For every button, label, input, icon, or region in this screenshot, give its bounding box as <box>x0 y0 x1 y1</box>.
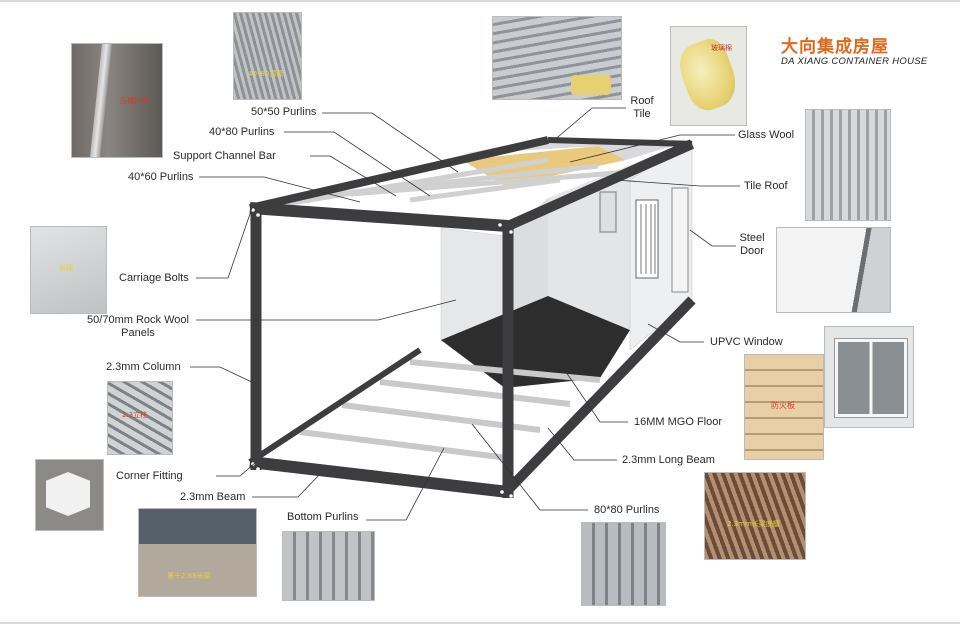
photo-purlin-stack: 40*80顶檩 <box>233 12 302 100</box>
photo-tag-channel: 压槽料槽 <box>120 97 148 105</box>
label-long-beam: 2.3mm Long Beam <box>622 454 715 466</box>
steel-door-shape <box>671 187 689 293</box>
label-steel-door-line1: Steel <box>739 232 765 244</box>
label-corner-fitting: Corner Fitting <box>116 470 183 482</box>
photo-steel-door <box>776 227 891 313</box>
label-steel-door-line2: Door <box>740 245 764 257</box>
brand-name-cn: 大向集成房屋 <box>781 37 889 57</box>
label-support-channel-bar: Support Channel Bar <box>173 150 276 162</box>
photo-tag-purlin-stack: 40*80顶檩 <box>248 70 284 78</box>
photo-mgo-board: 防火板 <box>744 354 824 460</box>
photo-channel-bar: 压槽料槽 <box>71 43 163 158</box>
photo-tile-roof <box>805 109 891 221</box>
photo-upvc-window <box>824 326 914 428</box>
photo-80-purlins <box>581 522 666 606</box>
leader-lines <box>190 107 740 521</box>
label-steel-door: Steel Door <box>730 232 774 258</box>
photo-bottom-purlins <box>282 531 375 601</box>
label-roof-tile: Roof Tile <box>622 95 662 121</box>
label-roof-tile-line2: Tile <box>633 108 651 120</box>
photo-roof-tile <box>492 16 622 100</box>
label-mgo-floor: 16MM MGO Floor <box>634 416 723 428</box>
label-bottom-purlins: Bottom Purlins <box>287 511 359 523</box>
label-carriage-bolts: Carriage Bolts <box>119 272 189 284</box>
label-tile-roof: Tile Roof <box>744 180 788 192</box>
label-40-60-purlins: 40*60 Purlins <box>128 171 194 183</box>
photo-corner-fitting <box>35 459 104 531</box>
corner-fitting-shape <box>46 472 90 516</box>
container-frame <box>248 136 696 498</box>
photo-beam: 第十2.68米梁 <box>138 508 257 597</box>
mgo-floor <box>441 296 630 388</box>
photo-tag-long-beam: 2.3mm长梁底檩 <box>727 520 780 528</box>
top-purlins <box>261 157 631 211</box>
photo-tag-column: 2.3立柱 <box>122 411 148 419</box>
photo-glass-wool: 玻璃棉 <box>670 26 747 126</box>
window-grille <box>640 204 656 274</box>
far-window-shape <box>599 191 617 233</box>
brand-name-en: DA XIANG CONTAINER HOUSE <box>781 56 928 67</box>
photo-tag-glass-wool: 玻璃棉 <box>711 44 732 52</box>
label-beam: 2.3mm Beam <box>180 491 246 503</box>
label-rock-wool-panels: 50/70mm Rock Wool Panels <box>82 314 194 340</box>
window-frame <box>835 339 907 417</box>
label-rock-wool-line1: 50/70mm Rock Wool <box>87 314 189 326</box>
photo-rock-wool-panel: 岩棉 <box>30 226 107 314</box>
label-rock-wool-line2: Panels <box>121 327 155 339</box>
photo-tag-mgo: 防火板 <box>771 401 795 410</box>
photo-tag-beam: 第十2.68米梁 <box>167 572 211 580</box>
label-40-80-purlins: 40*80 Purlins <box>209 126 275 138</box>
photo-tag-panel: 岩棉 <box>59 264 73 272</box>
photo-long-beam: 2.3mm长梁底檩 <box>704 472 806 560</box>
label-glass-wool: Glass Wool <box>738 129 795 141</box>
roof-tile-wool <box>571 75 611 95</box>
label-roof-tile-line1: Roof <box>630 95 654 107</box>
label-upvc-window: UPVC Window <box>710 336 783 348</box>
label-50-purlins: 50*50 Purlins <box>251 106 317 118</box>
top-border <box>0 0 960 2</box>
label-80-purlins: 80*80 Purlins <box>594 504 660 516</box>
bottom-border <box>0 622 960 624</box>
label-column: 2.3mm Column <box>106 361 181 373</box>
photo-column: 2.3立柱 <box>107 381 173 455</box>
